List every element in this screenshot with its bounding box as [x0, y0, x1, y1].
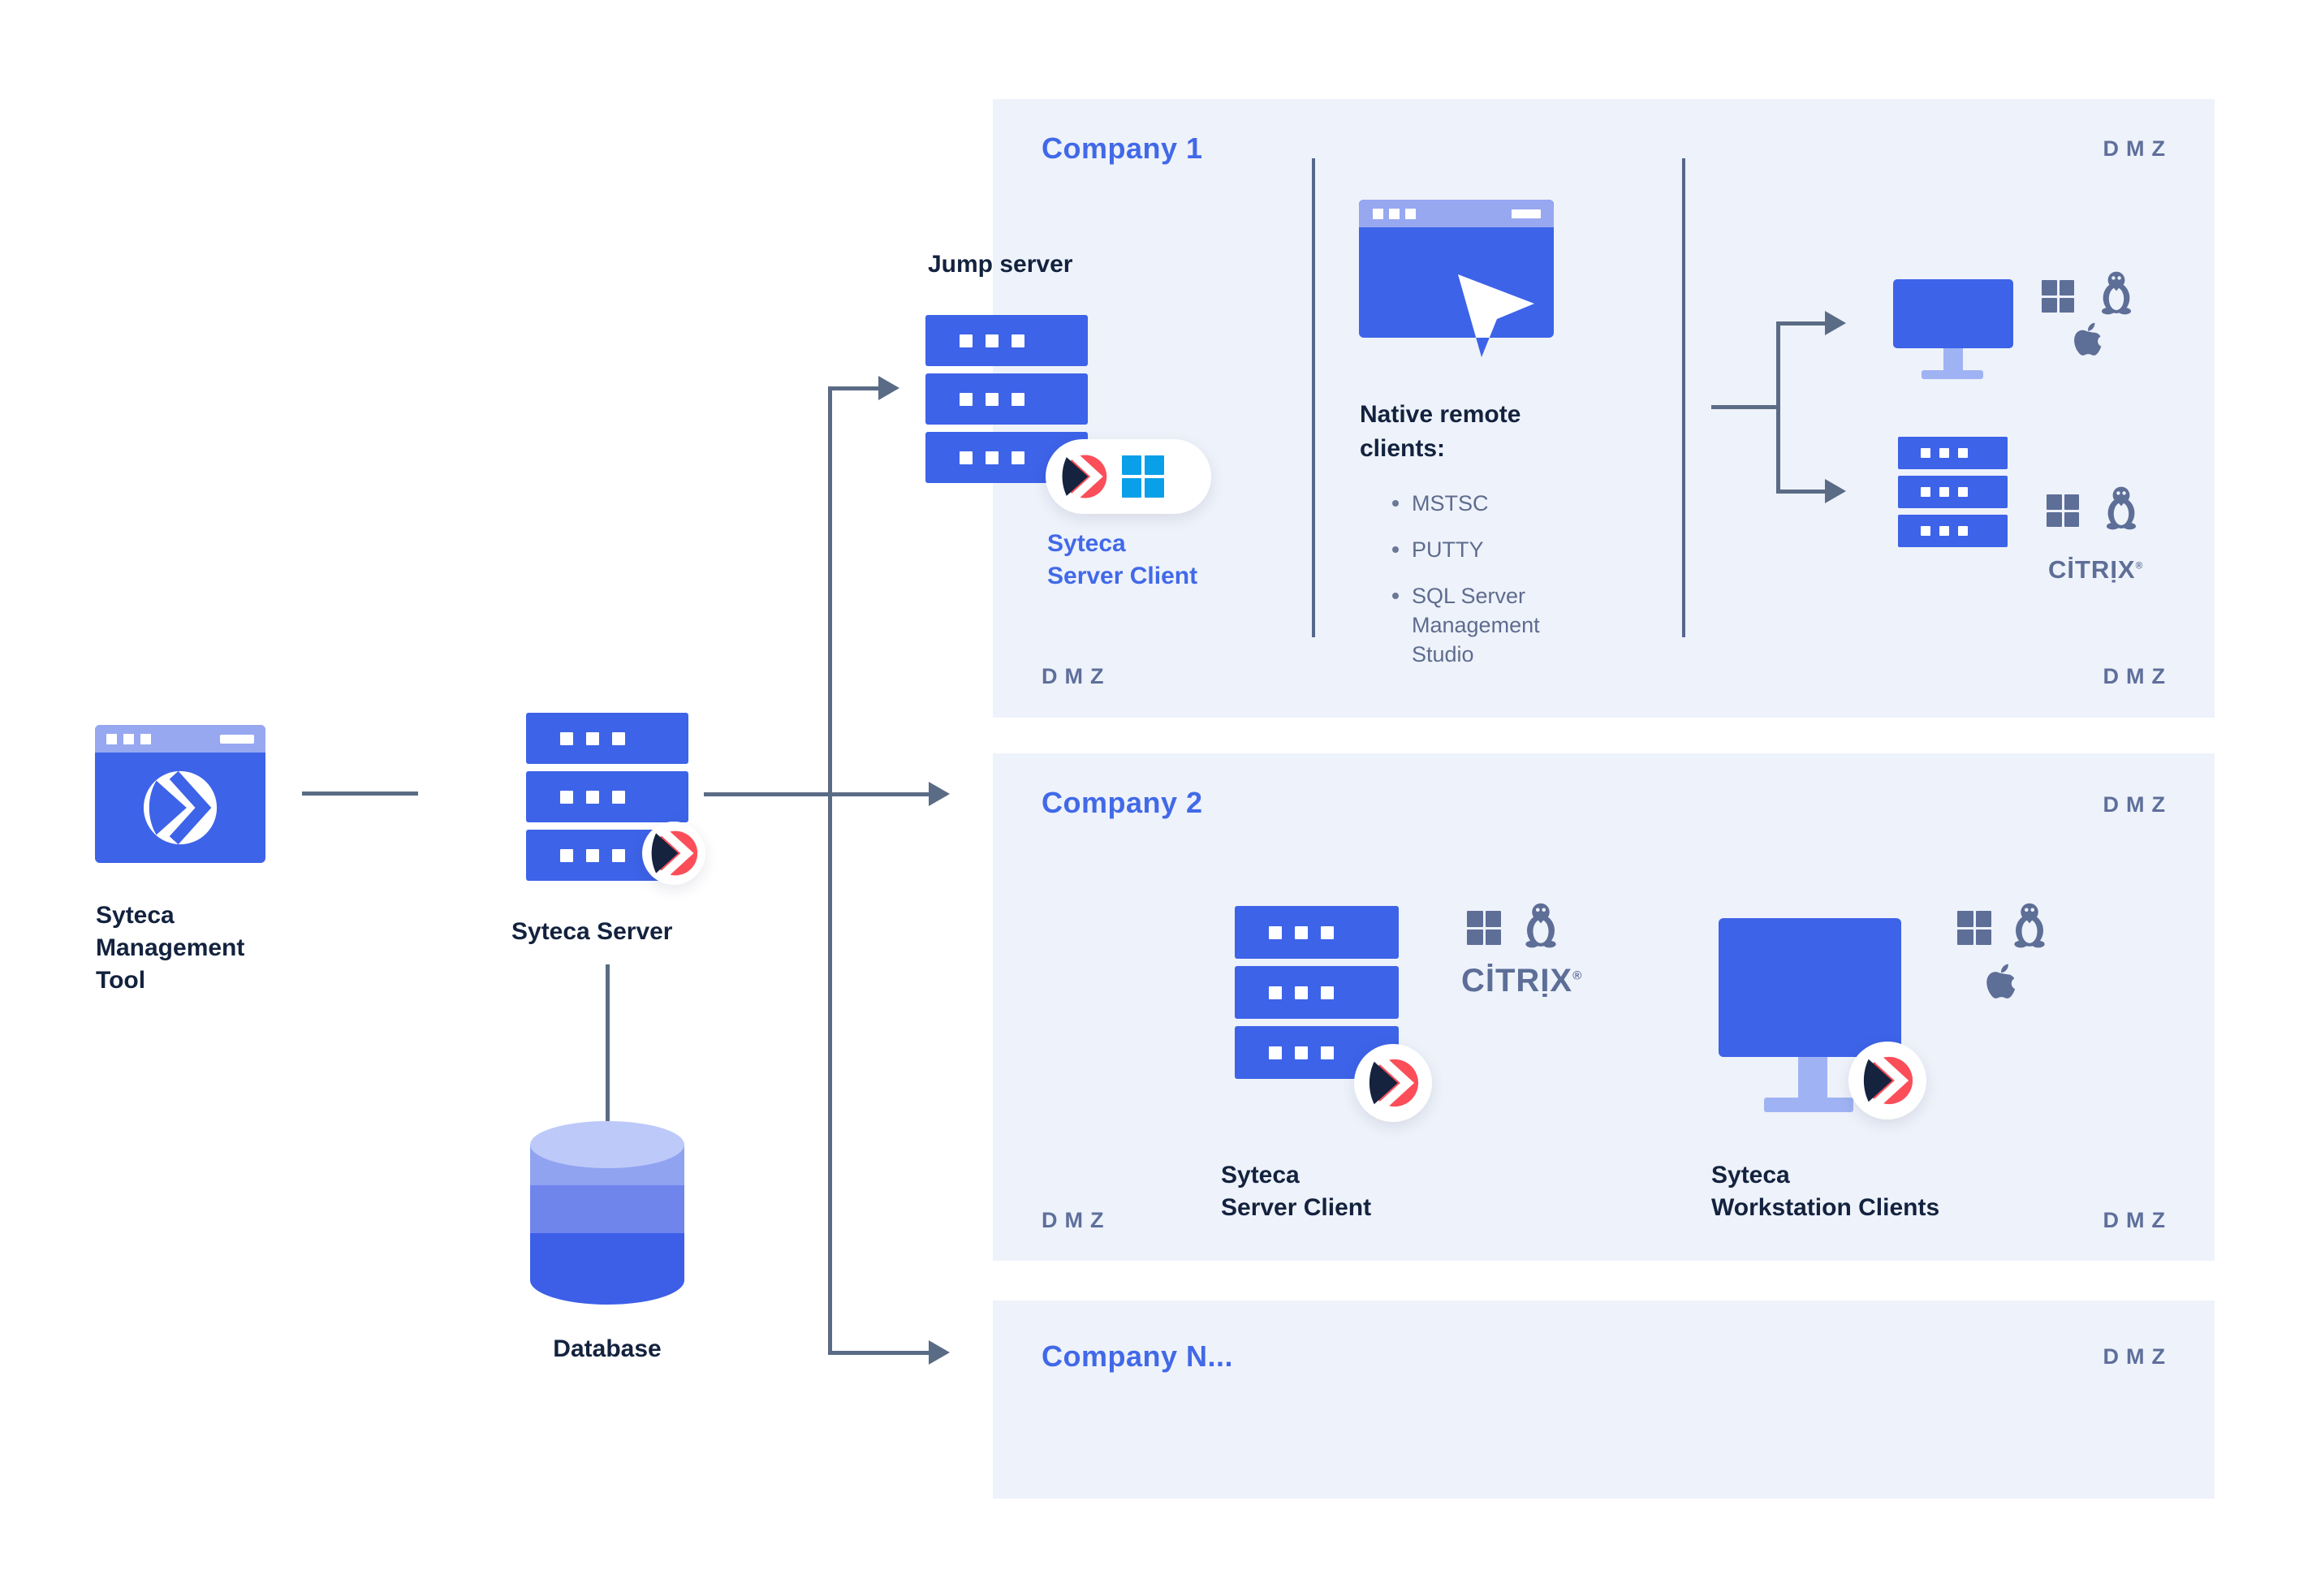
- management-tool-label: Syteca Management Tool: [96, 902, 245, 994]
- company1-dmz-top: DMZ: [2103, 136, 2172, 161]
- arrow-to-jump-server: [828, 386, 878, 390]
- monitor-icon: [1719, 918, 1901, 1057]
- syteca-logo-icon: [1863, 1054, 1913, 1107]
- branch-top-line: [1776, 321, 1825, 326]
- arrow-to-companyN: [828, 1351, 929, 1355]
- companyN-dmz-top: DMZ: [2103, 1344, 2172, 1369]
- arrowhead-workstation: [1825, 311, 1846, 335]
- windows-icon: [1467, 911, 1501, 945]
- company2-dmz-bottom-left: DMZ: [1042, 1208, 1111, 1232]
- jump-client-label: Syteca Server Client: [1047, 530, 1198, 589]
- jump-client-badge: [1046, 439, 1211, 514]
- syteca-logo-icon: [143, 770, 218, 845]
- citrix-logo: CİTRỊX®: [2048, 555, 2144, 584]
- browser-dot: [123, 733, 134, 744]
- syteca-badge: [642, 822, 705, 885]
- company1-dmz-bottom-right: DMZ: [2103, 664, 2172, 688]
- server-bar: [1235, 966, 1399, 1019]
- server-bar: [925, 315, 1088, 366]
- syteca-badge: [1848, 1042, 1926, 1119]
- browser-dot: [106, 733, 117, 744]
- branch-line: [1776, 321, 1780, 494]
- server-stack-icon: [1898, 437, 2008, 554]
- syteca-badge: [1354, 1044, 1432, 1122]
- citrix-logo: CİTRỊX®: [1461, 963, 1583, 999]
- browser-titlebar: [95, 725, 265, 753]
- cursor-icon: [1458, 274, 1534, 338]
- company2-dmz-bottom-right: DMZ: [2103, 1208, 2172, 1232]
- list-item: PUTTY: [1387, 535, 1602, 564]
- companyN-title: Company N...: [1042, 1339, 1234, 1373]
- linux-icon: [2014, 903, 2045, 948]
- native-clients-heading: Native remote clients:: [1360, 401, 1521, 462]
- browser-dot: [140, 733, 151, 744]
- syteca-logo-icon: [1062, 452, 1107, 501]
- database-label: Database: [553, 1335, 662, 1362]
- windows-icon: [2047, 494, 2079, 527]
- browser-addressbar: [220, 734, 254, 744]
- browser-body: [95, 753, 265, 863]
- company1-divider-left: [1312, 158, 1315, 637]
- server-bar: [925, 373, 1088, 425]
- server-bar: [526, 771, 688, 822]
- jump-server-label: Jump server: [928, 251, 1073, 278]
- arrowhead-companyN: [929, 1340, 950, 1365]
- monitor-icon: [1893, 279, 2013, 348]
- list-item: SQL Server Management Studio: [1387, 581, 1602, 669]
- connector-server-to-database: [606, 964, 610, 1124]
- server-bar: [526, 713, 688, 764]
- server-client-label: Syteca Server Client: [1221, 1162, 1372, 1221]
- windows11-icon: [1122, 455, 1164, 498]
- syteca-logo-icon: [651, 828, 698, 878]
- connector-mgmt-to-server: [302, 792, 418, 796]
- remote-client-window-icon: [1359, 200, 1554, 357]
- linux-icon: [1525, 903, 1556, 948]
- companyN-panel: Company N... DMZ: [993, 1301, 2215, 1499]
- apple-icon: [2074, 322, 2102, 356]
- company1-divider-right: [1682, 158, 1685, 637]
- company2-title: Company 2: [1042, 786, 1203, 819]
- connector-divider-to-branch: [1711, 405, 1778, 409]
- arrowhead-jump-server: [878, 376, 899, 400]
- apple-icon: [1986, 964, 2016, 999]
- arrowhead-company2: [929, 782, 950, 806]
- windows-icon: [2042, 280, 2074, 313]
- workstation-clients-label: Syteca Workstation Clients: [1711, 1162, 1940, 1221]
- management-tool-icon: [95, 725, 265, 863]
- arrow-to-company2: [704, 792, 929, 796]
- server-bar: [1235, 906, 1399, 959]
- syteca-logo-icon: [1369, 1056, 1419, 1110]
- list-item: MSTSC: [1387, 489, 1602, 518]
- company2-dmz-top: DMZ: [2103, 792, 2172, 817]
- syteca-server-label: Syteca Server: [511, 918, 673, 945]
- database-icon: [530, 1121, 684, 1305]
- company1-panel: Company 1 DMZ Native remote clients: MST…: [993, 99, 2215, 718]
- native-clients-list: MSTSC PUTTY SQL Server Management Studio: [1387, 489, 1602, 686]
- trunk-line: [828, 386, 832, 1354]
- branch-bottom-line: [1776, 490, 1825, 494]
- server-bar: [1898, 515, 2008, 547]
- windows-icon: [1957, 911, 1991, 945]
- server-bar: [1898, 476, 2008, 508]
- company1-title: Company 1: [1042, 132, 1203, 165]
- linux-icon: [2102, 271, 2131, 315]
- company1-dmz-bottom-left: DMZ: [1042, 664, 1111, 688]
- linux-icon: [2107, 486, 2136, 530]
- server-bar: [1898, 437, 2008, 469]
- company2-panel: Company 2 DMZ CİTRỊX® Syteca Server Clie…: [993, 753, 2215, 1261]
- arrowhead-server: [1825, 479, 1846, 503]
